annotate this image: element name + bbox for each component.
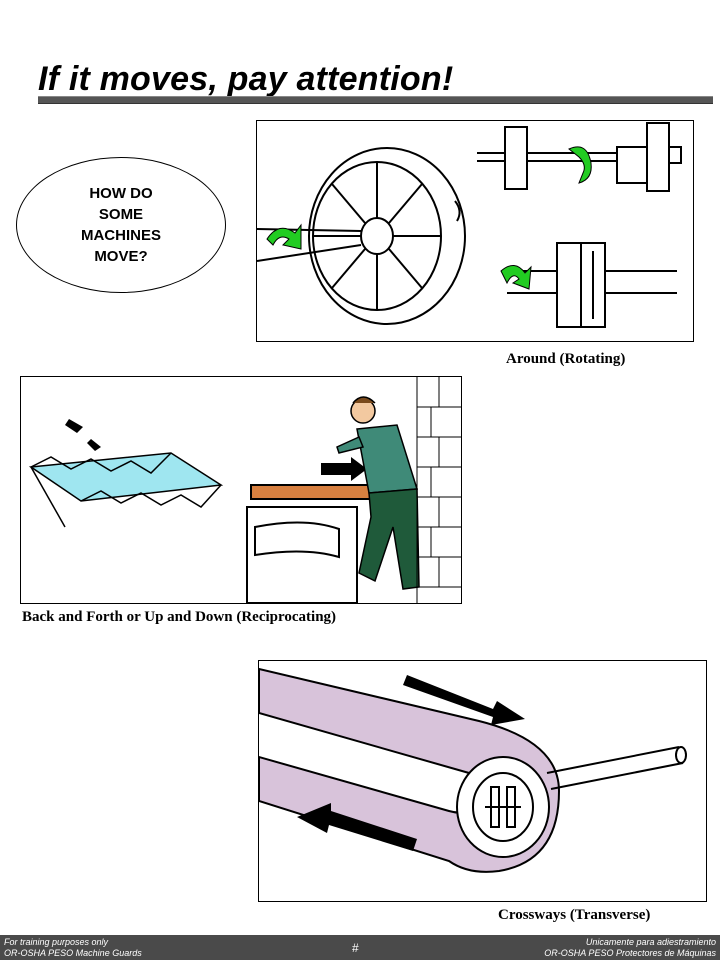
chips-icon [65, 419, 101, 451]
brick-wall-icon [416, 377, 461, 603]
pulley-icon [456, 756, 550, 858]
footer-right: Unicamente para adiestramiento OR-OSHA P… [544, 937, 716, 959]
motion-arrow-icon [321, 457, 367, 481]
corrugated-sheet-icon [28, 452, 224, 528]
footer-right-line1: Unicamente para adiestramiento [585, 937, 716, 947]
rotating-caption: Around (Rotating) [506, 351, 626, 367]
page-number: # [352, 941, 359, 955]
reciprocating-caption: Back and Forth or Up and Down (Reciproca… [22, 609, 337, 625]
shaft-assembly-icon [477, 122, 682, 192]
footer-left-line1: For training purposes only [4, 937, 109, 947]
transverse-illustration [259, 667, 687, 873]
footer-left: For training purposes only OR-OSHA PESO … [4, 937, 142, 959]
title-underline [38, 96, 713, 104]
rotating-illustration [257, 122, 682, 328]
question-text: HOW DO SOME MACHINES MOVE? [80, 185, 161, 265]
direction-arrow-icon [297, 675, 525, 851]
rotating-figure [256, 120, 694, 342]
transverse-figure [258, 660, 707, 902]
shaft-icon [546, 746, 687, 790]
reciprocating-figure [20, 376, 462, 604]
flywheel-icon [257, 147, 466, 325]
rotation-arrow-icon [266, 146, 592, 290]
transverse-caption: Crossways (Transverse) [498, 907, 651, 923]
footer-right-line2: OR-OSHA PESO Protectores de Máquinas [544, 948, 716, 958]
operator-figure-icon [336, 396, 420, 590]
question-oval: HOW DO SOME MACHINES MOVE? [16, 157, 226, 293]
footer-bar: For training purposes only OR-OSHA PESO … [0, 935, 720, 960]
page-title: If it moves, pay attention! [38, 60, 454, 98]
coupling-icon [507, 242, 677, 328]
reciprocating-illustration [28, 377, 461, 603]
footer-left-line2: OR-OSHA PESO Machine Guards [4, 948, 142, 958]
machine-table-icon [246, 484, 378, 603]
